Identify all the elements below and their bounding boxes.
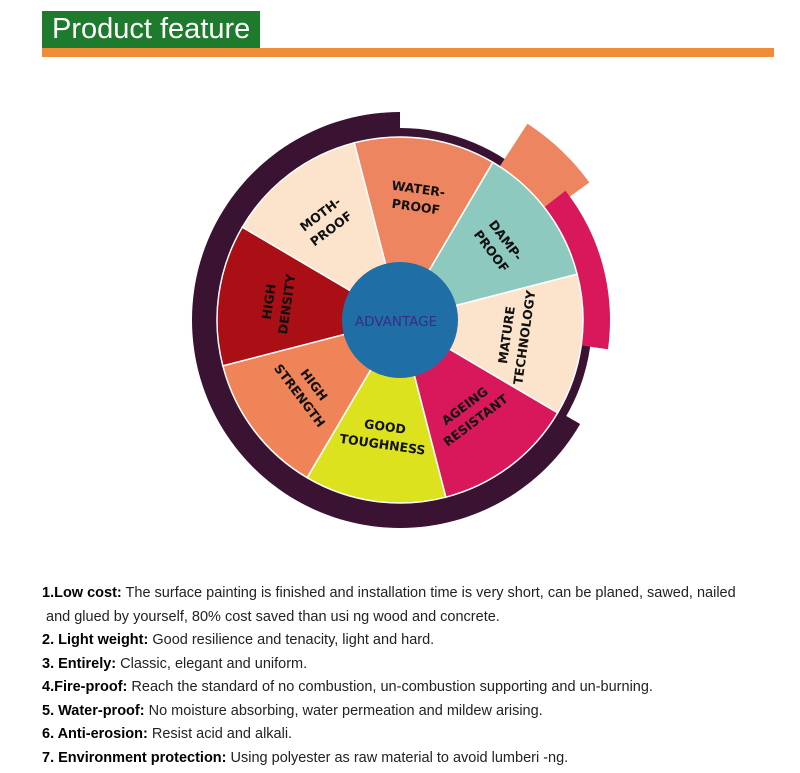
feature-item: 4.Fire-proof: Reach the standard of no c… [42, 679, 653, 695]
wheel-segment [241, 141, 402, 322]
wheel-segment [221, 318, 402, 479]
segment-label-line: GOOD [363, 416, 407, 437]
advantage-wheel: WATER-PROOFDAMP-PROOFMATURETECHNOLOGYAGE… [191, 112, 610, 528]
wheel-segment [398, 318, 559, 499]
feature-item: 5. Water-proof: No moisture absorbing, w… [42, 702, 543, 719]
feature-item: 1.Low cost: The surface painting is fini… [42, 585, 736, 625]
feature-item: 6. Anti-erosion: Resist acid and alkali. [42, 726, 293, 742]
feature-item: 3. Entirely: Classic, elegant and unifor… [42, 655, 308, 672]
segment-label: WATER-PROOF [388, 178, 446, 218]
feature-item: 7. Environment protection: Using polyest… [42, 749, 569, 766]
accent-arc-orange [499, 123, 590, 214]
segment-label-line: HIGH [259, 283, 279, 321]
feature-item: 2. Light weight: Good resilience and ten… [42, 632, 435, 648]
feature-list: 1.Low cost: The surface painting is fini… [42, 582, 797, 770]
segment-label-line: WATER- [391, 178, 446, 200]
section-title: Product feature [42, 11, 260, 48]
segment-label-line: PROOF [391, 196, 441, 218]
wheel-segments [216, 136, 584, 504]
title-underline [42, 48, 774, 57]
wheel-segment [398, 161, 579, 322]
center-hub [342, 262, 458, 378]
center-label: ADVANTAGE [355, 314, 437, 330]
